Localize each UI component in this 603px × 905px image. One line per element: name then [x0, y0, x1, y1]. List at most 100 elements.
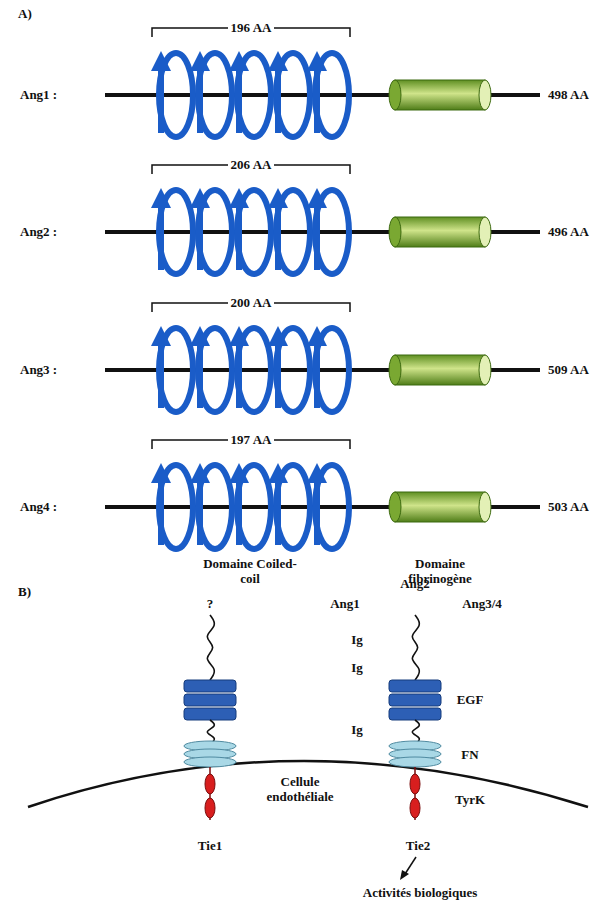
helix-arrowhead [268, 188, 288, 208]
helix-arrowhead [229, 51, 249, 71]
egf-domain [389, 708, 441, 720]
helix-arrowhead [151, 51, 171, 71]
fibrinogen-cylinder [395, 492, 485, 522]
label: Tie1 [198, 839, 222, 854]
helix-strand [158, 344, 164, 408]
label: Cellule endothéliale [252, 775, 348, 805]
helix-arrowhead [190, 326, 210, 346]
label: TyrK [455, 793, 485, 808]
fibrinogen-cylinder [395, 355, 485, 385]
label: EGF [457, 693, 484, 708]
ig-loop [412, 615, 419, 680]
helix-arrowhead [151, 463, 171, 483]
label: 496 AA [548, 225, 589, 240]
tyrk-domain [205, 774, 215, 794]
helix-arrowhead [268, 463, 288, 483]
label: Ang2 [400, 577, 430, 592]
helix-strand [197, 481, 203, 545]
helix-arrowhead [151, 188, 171, 208]
egf-domain [184, 680, 236, 692]
protein-row [105, 165, 540, 274]
cylinder-cap [479, 80, 491, 110]
helix-strand [236, 206, 242, 270]
label: 503 AA [548, 500, 589, 515]
label: Ang3/4 [462, 597, 502, 612]
label: 509 AA [548, 363, 589, 378]
helix-strand [158, 206, 164, 270]
cylinder-cap [389, 217, 401, 247]
protein-row [105, 440, 540, 549]
helix-strand [275, 206, 281, 270]
fibrinogen-cylinder [395, 80, 485, 110]
helix-strand [275, 344, 281, 408]
label: Ang3 : [20, 363, 57, 378]
helix-strand [236, 69, 242, 133]
label: 200 AA [228, 296, 275, 311]
helix-arrowhead [229, 188, 249, 208]
helix-strand [197, 69, 203, 133]
label: Ang2 : [20, 225, 57, 240]
label: Ig [351, 661, 363, 676]
helix-strand [314, 344, 320, 408]
label: Ig [351, 723, 363, 738]
helix-strand [236, 481, 242, 545]
helix-strand [314, 481, 320, 545]
label: Ang1 [330, 597, 360, 612]
label: 498 AA [548, 88, 589, 103]
ig-loop [207, 615, 214, 680]
helix-arrowhead [190, 51, 210, 71]
fn-domain [184, 757, 236, 767]
fibrinogen-cylinder [395, 217, 485, 247]
label: Domaine Coiled-coil [202, 557, 298, 587]
label: 206 AA [228, 158, 275, 173]
helix-arrowhead [307, 51, 327, 71]
label: Tie2 [406, 839, 430, 854]
label: 197 AA [228, 433, 275, 448]
helix-strand [314, 69, 320, 133]
helix-arrowhead [307, 463, 327, 483]
egf-domain [389, 680, 441, 692]
egf-domain [184, 694, 236, 706]
helix-strand [197, 344, 203, 408]
helix-arrowhead [151, 326, 171, 346]
tyrk-domain [205, 798, 215, 818]
label: ? [207, 597, 214, 612]
membrane [28, 761, 588, 807]
cylinder-cap [479, 217, 491, 247]
label: Ang1 : [20, 88, 57, 103]
helix-arrowhead [307, 326, 327, 346]
helix-strand [236, 344, 242, 408]
tyrk-domain [410, 798, 420, 818]
protein-row [105, 28, 540, 137]
helix-arrowhead [229, 326, 249, 346]
cylinder-cap [479, 492, 491, 522]
helix-strand [197, 206, 203, 270]
protein-row [105, 303, 540, 412]
helix-strand [158, 481, 164, 545]
label: FN [461, 748, 478, 763]
helix-arrowhead [268, 51, 288, 71]
cylinder-cap [389, 492, 401, 522]
helix-strand [275, 481, 281, 545]
receptor [184, 615, 236, 820]
arrowhead [400, 870, 409, 880]
label: Ig [351, 633, 363, 648]
ig-loop [207, 720, 214, 744]
tyrk-domain [410, 774, 420, 794]
helix-arrowhead [307, 188, 327, 208]
label: A) [18, 7, 32, 22]
helix-arrowhead [190, 188, 210, 208]
ig-loop [412, 720, 419, 744]
receptor [389, 615, 441, 820]
label: Ang4 : [20, 500, 57, 515]
helix-arrowhead [190, 463, 210, 483]
helix-strand [158, 69, 164, 133]
cylinder-cap [389, 355, 401, 385]
cylinder-cap [389, 80, 401, 110]
label: 196 AA [228, 21, 275, 36]
fn-domain [389, 757, 441, 767]
egf-domain [184, 708, 236, 720]
helix-arrowhead [268, 326, 288, 346]
label: B) [18, 585, 31, 600]
